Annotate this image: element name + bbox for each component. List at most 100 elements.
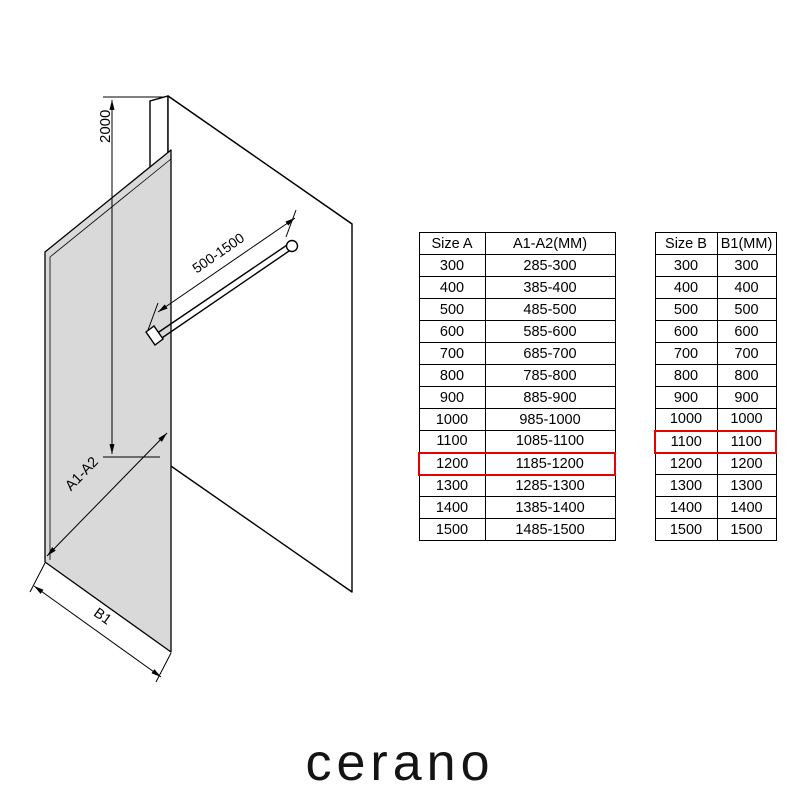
table-cell: 685-700 (484, 342, 616, 365)
table-cell: 600 (654, 320, 718, 343)
brand-logo: cerano (305, 734, 495, 792)
table-cell: 1485-1500 (484, 518, 616, 541)
table-cell: 1300 (418, 474, 486, 497)
table-cell: 1300 (654, 474, 718, 497)
table-cell: 400 (716, 276, 777, 299)
table-cell: 600 (418, 320, 486, 343)
dimension-height-label: 2000 (97, 110, 114, 143)
table-cell: 485-500 (484, 298, 616, 321)
table-cell: 1100 (716, 429, 777, 454)
table-cell: 700 (716, 342, 777, 365)
table-cell: 1200 (418, 451, 486, 476)
size-table-b-head: Size B B1(MM) (654, 232, 777, 255)
table-cell: 1500 (418, 518, 486, 541)
table-cell: 500 (418, 298, 486, 321)
table-cell: 800 (418, 364, 486, 387)
table-cell: 800 (654, 364, 718, 387)
table-cell: 900 (716, 386, 777, 409)
table-cell: 1200 (716, 452, 777, 475)
table-cell: 1085-1100 (484, 430, 616, 453)
table-cell: 900 (418, 386, 486, 409)
table-cell: 1000 (654, 408, 718, 431)
table-cell: 1500 (654, 518, 718, 541)
table-cell: 385-400 (484, 276, 616, 299)
table-cell: 900 (654, 386, 718, 409)
table-header-row: Size A A1-A2(MM) (418, 232, 616, 255)
dimension-line (33, 585, 162, 678)
dimension-line (157, 217, 296, 313)
table-cell: 800 (716, 364, 777, 387)
table-cell: 1400 (716, 496, 777, 519)
wall-front-face (167, 95, 353, 593)
table-cell: 1500 (716, 518, 777, 541)
dimension-base-width (29, 562, 172, 683)
table-header-row: Size B B1(MM) (654, 232, 777, 255)
table-cell: 1000 (716, 408, 777, 431)
table-cell: 1300 (716, 474, 777, 497)
table-header-a1-a2: A1-A2(MM) (484, 232, 616, 255)
size-table-a-head: Size A A1-A2(MM) (418, 232, 616, 255)
wall-panel (149, 95, 353, 593)
table-cell: 300 (716, 254, 777, 277)
dimension-bar-length (147, 209, 297, 331)
table-cell: 1400 (418, 496, 486, 519)
table-cell: 500 (716, 298, 777, 321)
table-cell: 1000 (418, 408, 486, 431)
table-cell: 400 (418, 276, 486, 299)
table-cell: 400 (654, 276, 718, 299)
table-cell: 1200 (654, 452, 718, 475)
table-cell: 300 (654, 254, 718, 277)
table-cell: 985-1000 (484, 408, 616, 431)
table-cell: 285-300 (484, 254, 616, 277)
extension-line (29, 562, 46, 593)
table-header-size-b: Size B (654, 232, 718, 255)
table-cell: 1400 (654, 496, 718, 519)
table-cell: 1385-1400 (484, 496, 616, 519)
extension-line (155, 652, 172, 683)
table-cell: 585-600 (484, 320, 616, 343)
table-cell: 500 (654, 298, 718, 321)
table-cell: 1185-1200 (484, 451, 616, 476)
extension-line (147, 302, 159, 331)
table-cell: 700 (418, 342, 486, 365)
glass-face (44, 149, 172, 653)
dimension-glass-width-line (46, 432, 168, 557)
glass-panel (44, 149, 172, 653)
table-cell: 885-900 (484, 386, 616, 409)
table-cell: 700 (654, 342, 718, 365)
table-cell: 600 (716, 320, 777, 343)
wall-mount (285, 239, 299, 253)
table-cell: 1100 (654, 429, 718, 454)
table-cell: 1100 (418, 430, 486, 453)
table-header-size-a: Size A (418, 232, 486, 255)
table-header-b1: B1(MM) (716, 232, 777, 255)
